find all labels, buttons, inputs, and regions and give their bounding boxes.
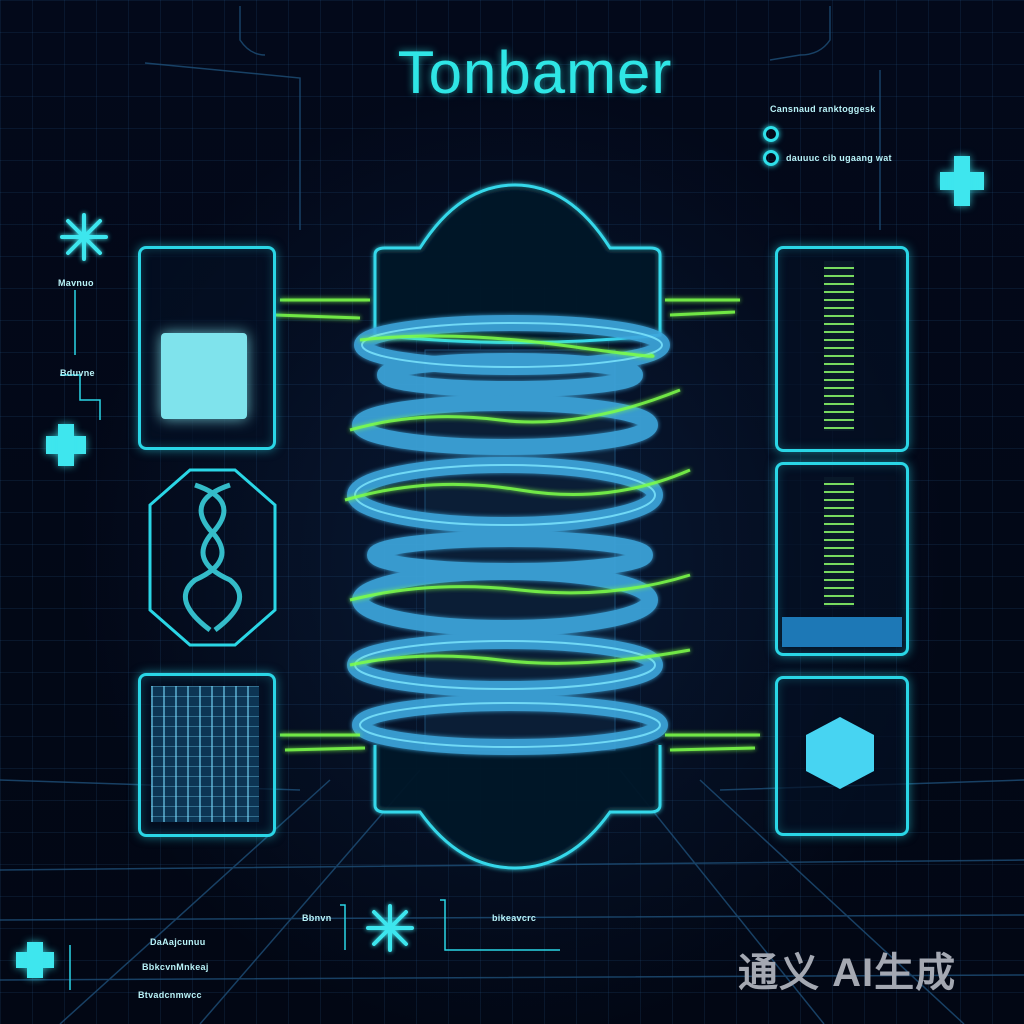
plus-icon [16, 942, 54, 978]
bottom-label: Bbnvn [302, 913, 332, 923]
bottom-left-label: DaAajcunuu [150, 937, 206, 947]
side-label: Bduvne [60, 368, 95, 378]
bottom-label: bikeavcrc [492, 913, 537, 923]
hex-panel [775, 676, 909, 836]
document-panel [138, 246, 276, 450]
ring-icon [763, 126, 779, 142]
data-column [824, 261, 854, 431]
data-column-panel [775, 462, 909, 656]
plus-icon [46, 424, 86, 466]
document-preview [161, 333, 247, 419]
data-matrix [151, 686, 259, 822]
fill-bar [782, 617, 902, 647]
legend-heading: Cansnaud ranktoggesk [770, 104, 876, 114]
side-label: Mavnuo [58, 278, 94, 288]
data-column-panel [775, 246, 909, 452]
legend-item-label: dauuuc cib ugaang wat [786, 153, 892, 163]
page-title: Tonbamer [397, 39, 673, 106]
data-matrix-panel [138, 673, 276, 837]
hexagon-fan-icon [806, 717, 874, 789]
ring-icon [763, 150, 779, 166]
plus-icon [940, 156, 984, 206]
watermark: 通义 AI生成 [738, 951, 957, 995]
data-column [824, 477, 854, 607]
bottom-left-label: BbkcvnMnkeaj [142, 962, 209, 972]
bottom-left-label: Btvadcnmwcc [138, 990, 202, 1000]
